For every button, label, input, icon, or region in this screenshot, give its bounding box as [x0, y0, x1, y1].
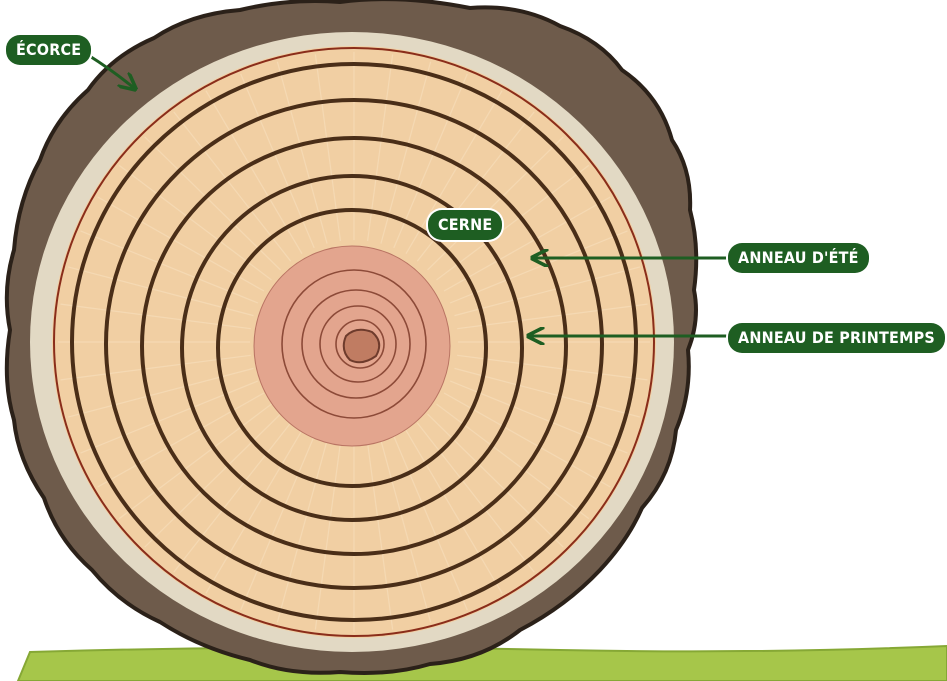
anneau-printemps-label: ANNEAU DE PRINTEMPS — [728, 323, 945, 353]
cerne-label: CERNE — [428, 210, 502, 240]
pith — [344, 330, 379, 363]
ecorce-label: ÉCORCE — [6, 35, 91, 65]
anneau-ete-label: ANNEAU D'ÉTÉ — [728, 243, 869, 273]
